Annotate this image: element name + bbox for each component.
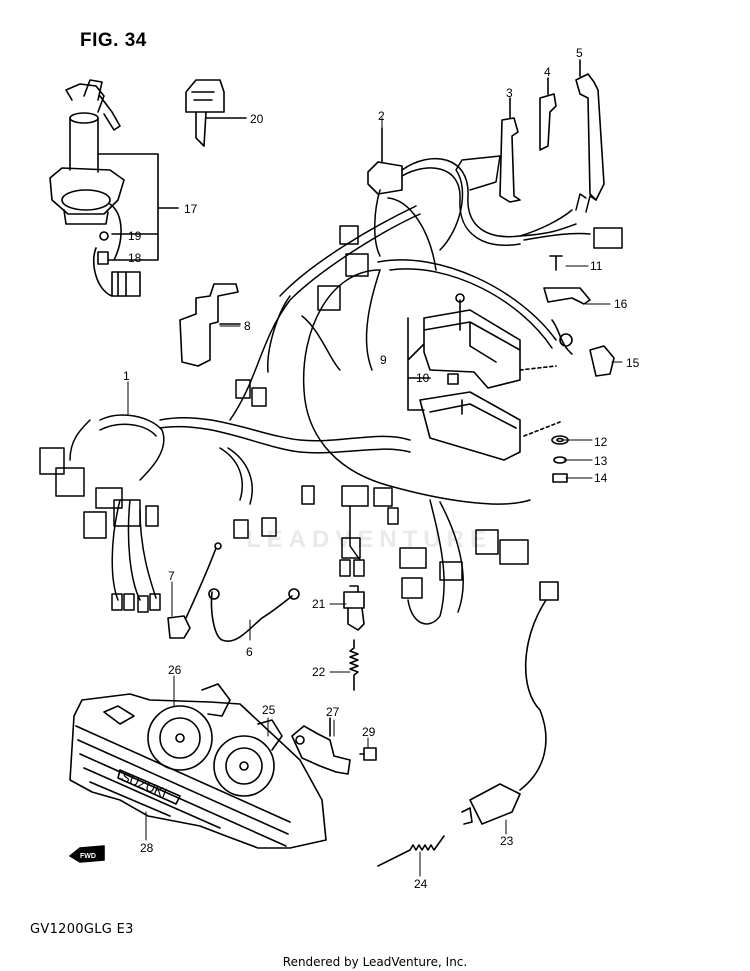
part-7-sensor[interactable] [167, 542, 222, 639]
key[interactable] [185, 79, 247, 147]
ignition-switch[interactable] [49, 79, 141, 297]
part-8-bracket[interactable] [179, 283, 241, 367]
callout-25: 25 [262, 703, 276, 717]
part-23-cable-sensor[interactable] [461, 581, 559, 825]
part-6-ground-wire[interactable] [208, 588, 300, 642]
figure-label: FIG. 34 [80, 30, 147, 51]
callout-21: 21 [312, 597, 326, 611]
brand-text: SUZUKI [119, 769, 169, 801]
callout-6: 6 [246, 645, 253, 659]
part-16-bracket[interactable] [543, 287, 591, 305]
horn-26[interactable] [147, 683, 231, 771]
relay[interactable] [367, 127, 403, 195]
callout-14: 14 [594, 471, 608, 485]
part-5-band[interactable] [575, 59, 605, 201]
fwd-label: FWD [80, 853, 96, 860]
part-24-spring[interactable] [377, 835, 445, 867]
callout-2: 2 [378, 109, 385, 123]
callout-12: 12 [594, 435, 608, 449]
callout-22: 22 [312, 665, 326, 679]
model-code: GV1200GLG E3 [30, 922, 134, 937]
callout-8: 8 [244, 319, 251, 333]
wiring-harness[interactable] [39, 155, 623, 625]
callout-20: 20 [250, 112, 264, 126]
part-27-bracket[interactable] [291, 717, 351, 775]
callout-26: 26 [168, 663, 182, 677]
part-11-screw[interactable] [549, 255, 563, 271]
part-21-stop-switch[interactable] [343, 585, 365, 631]
callout-10: 10 [416, 371, 430, 385]
callout-28: 28 [140, 841, 154, 855]
callout-17-lines [97, 153, 179, 261]
callout-5: 5 [576, 46, 583, 60]
callout-9: 9 [380, 353, 387, 367]
callout-19: 19 [128, 229, 142, 243]
callout-4: 4 [544, 65, 551, 79]
callout-9-10-lines [407, 317, 431, 411]
callout-7: 7 [168, 569, 175, 583]
callout-16: 16 [614, 297, 628, 311]
part-22-spring[interactable] [349, 639, 359, 691]
fwd-arrow [69, 845, 105, 863]
watermark: LEADVENTURE [246, 526, 493, 553]
callout-17: 17 [184, 202, 198, 216]
callout-18: 18 [128, 251, 142, 265]
callout-24: 24 [414, 877, 428, 891]
callout-13: 13 [594, 454, 608, 468]
callout-11: 11 [590, 259, 603, 273]
callout-numbers: 1 2 3 4 5 6 7 8 9 10 11 12 13 14 15 16 1… [123, 46, 640, 891]
part-15-grommet[interactable] [551, 319, 615, 377]
horn-25[interactable] [213, 719, 283, 797]
leader-lines [127, 59, 623, 877]
horn-cover[interactable] [69, 693, 327, 849]
part-14-nut[interactable] [552, 473, 568, 483]
part-29-bolt[interactable] [359, 747, 377, 761]
part-9-fuse-box[interactable] [419, 293, 521, 461]
callout-1: 1 [123, 369, 130, 383]
callout-15: 15 [626, 356, 640, 370]
credit-text: Rendered by LeadVenture, Inc. [282, 955, 468, 969]
dash-leader-lines [519, 365, 561, 437]
callout-27: 27 [326, 705, 340, 719]
callout-23: 23 [500, 834, 514, 848]
callout-29: 29 [362, 725, 376, 739]
callout-3: 3 [506, 86, 513, 100]
